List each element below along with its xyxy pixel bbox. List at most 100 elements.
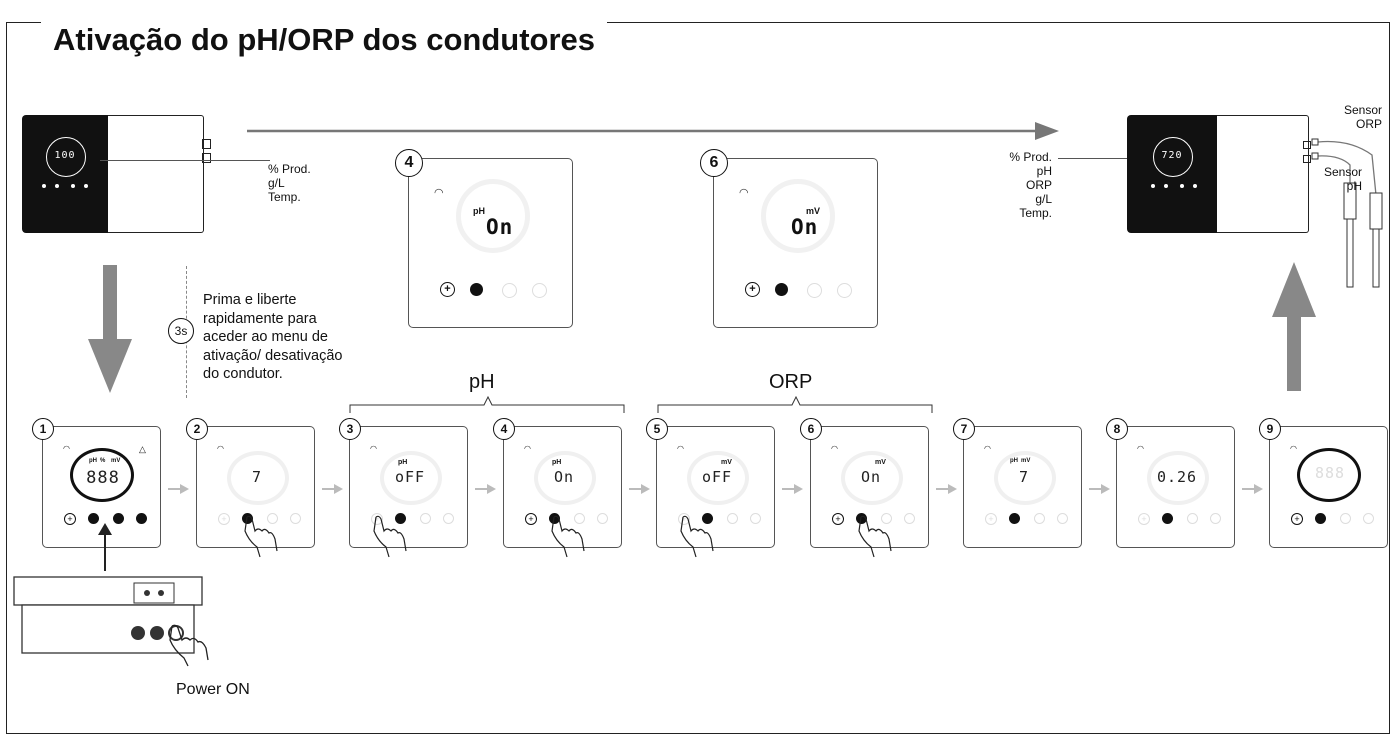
info-button[interactable] [470,283,483,296]
info-button[interactable] [242,513,253,524]
display-ring [994,451,1056,505]
group-orp-brace [657,395,933,413]
step-display: 0.26 [1156,468,1198,486]
wifi-icon: ◠ [434,187,444,199]
plus-button[interactable]: + [745,282,760,297]
group-ph-label: pH [469,371,495,393]
set-button[interactable] [750,513,761,524]
step-arrow [936,482,958,494]
cal-button[interactable] [881,513,892,524]
cal-button[interactable] [113,513,124,524]
info-button[interactable] [88,513,99,524]
device-right-display: 720 [1161,150,1183,161]
cal-button[interactable] [1340,513,1351,524]
wifi-icon: ◠ [831,444,838,453]
cal-button[interactable] [727,513,738,524]
step-number: 8 [1106,418,1128,440]
set-button[interactable] [136,513,147,524]
outputs-right-1: pH [1036,164,1052,178]
step-display: 888 [86,468,120,488]
step-panel-2: 2 7 ◠ + [186,418,315,558]
set-button[interactable] [1210,513,1221,524]
plus-button[interactable]: + [64,513,76,525]
cal-button[interactable] [1034,513,1045,524]
zoom-6-unit: mV [806,206,821,216]
hand-pointer-icon [680,515,714,558]
outputs-left-1: g/L [268,176,285,190]
step-display: oFF [394,468,426,486]
info-button[interactable] [775,283,788,296]
info-button[interactable] [856,513,867,524]
outputs-right-0: % Prod. [1009,150,1052,164]
display-ring [1147,451,1209,505]
wifi-icon: ◠ [217,444,224,453]
plus-button[interactable]: + [985,513,997,525]
plus-button[interactable]: + [371,513,383,525]
hold-time-icon: 3s [168,318,194,344]
step-display: 7 [251,468,263,486]
display-ring [534,451,596,505]
set-button[interactable] [1363,513,1374,524]
plus-button[interactable]: + [525,513,537,525]
hand-pointer-icon [373,515,407,558]
step-arrow [475,482,497,494]
plus-button[interactable]: + [678,513,690,525]
set-button[interactable] [597,513,608,524]
wifi-icon: ◠ [370,444,377,453]
step-number: 7 [953,418,975,440]
step-arrow [322,482,344,494]
set-button[interactable] [443,513,454,524]
info-button[interactable] [1162,513,1173,524]
set-button[interactable] [532,283,547,298]
plus-button[interactable]: + [440,282,455,297]
info-button[interactable] [1009,513,1020,524]
zoom-step-4-number: 4 [395,149,423,177]
group-ph-brace [349,395,625,413]
diagram-title: Ativação do pH/ORP dos condutores [41,22,608,58]
step-label: mV [111,458,121,464]
plus-button[interactable]: + [218,513,230,525]
alarm-icon: △ [139,444,146,454]
zoom-panel-4: 4 pH On ◠ + [395,149,573,328]
info-button[interactable] [702,513,713,524]
step-number: 2 [186,418,208,440]
cal-button[interactable] [807,283,822,298]
plus-button[interactable]: + [832,513,844,525]
cal-button[interactable] [267,513,278,524]
zoom-step-6-number: 6 [700,149,728,177]
info-button[interactable] [395,513,406,524]
step-number: 4 [493,418,515,440]
hand-pointer-icon [551,515,585,558]
wifi-icon: ◠ [63,444,70,453]
outputs-left-2: Temp. [268,190,301,204]
set-button[interactable] [904,513,915,524]
cal-button[interactable] [420,513,431,524]
cal-button[interactable] [1187,513,1198,524]
diagram-frame: Ativação do pH/ORP dos condutores [6,22,1390,734]
set-button[interactable] [1057,513,1068,524]
info-button[interactable] [549,513,560,524]
group-orp-label: ORP [769,371,813,393]
step-arrow [1089,482,1111,494]
step-unit: mV [721,459,732,466]
set-button[interactable] [837,283,852,298]
info-button[interactable] [1315,513,1326,524]
display-ring [380,451,442,505]
plus-button[interactable]: + [1138,513,1150,525]
step-number: 1 [32,418,54,440]
set-button[interactable] [290,513,301,524]
display-ring [70,448,134,502]
cal-button[interactable] [574,513,585,524]
display-ring [227,451,289,505]
controller-device-right: 720 [1127,115,1317,233]
plus-button[interactable]: + [1291,513,1303,525]
sensor-ph-label: Sensor pH [1323,165,1362,193]
step-unit: mV [875,459,886,466]
power-unit [13,576,203,654]
wifi-icon: ◠ [677,444,684,453]
wifi-icon: ◠ [1290,444,1297,453]
cal-button[interactable] [502,283,517,298]
